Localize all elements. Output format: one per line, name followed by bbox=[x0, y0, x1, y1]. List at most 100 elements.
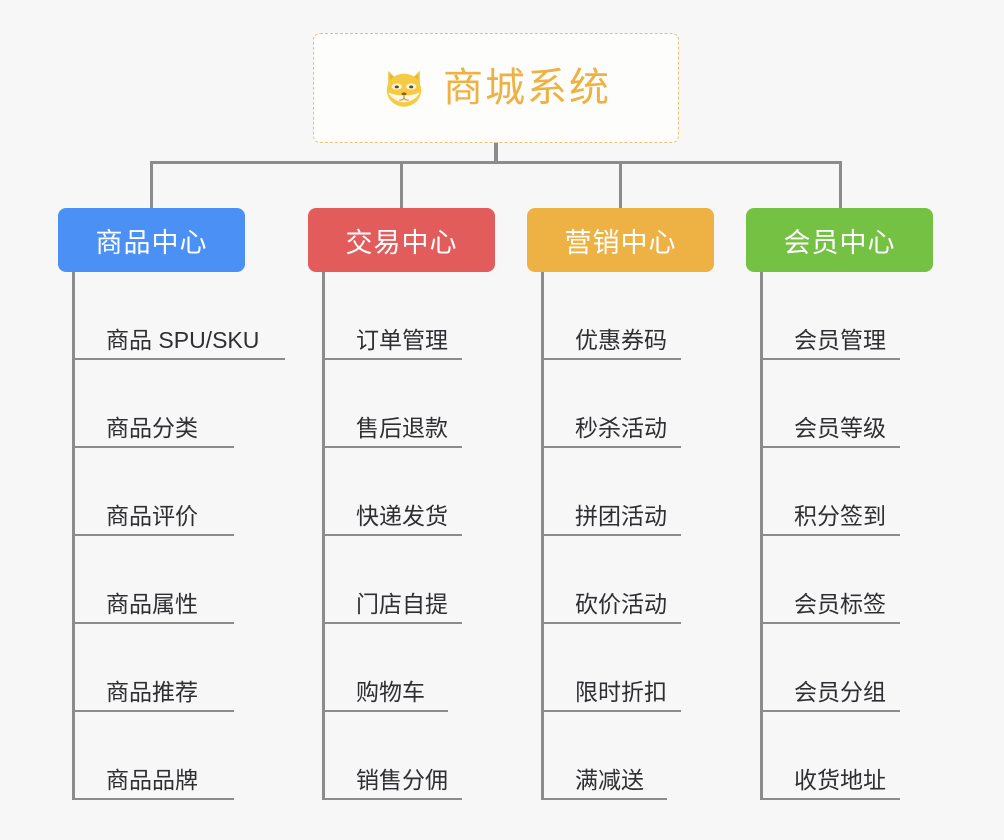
connector-drop-marketing-center bbox=[619, 161, 622, 209]
leaf-label: 门店自提 bbox=[356, 591, 448, 617]
category-box-trade-center[interactable]: 交易中心 bbox=[308, 208, 495, 272]
leaf-underline bbox=[322, 798, 462, 800]
leaf-label: 会员标签 bbox=[794, 591, 886, 617]
leaf-item[interactable]: 商品属性 bbox=[58, 536, 259, 624]
leaf-label: 商品 SPU/SKU bbox=[106, 327, 260, 353]
leaf-label: 商品评价 bbox=[106, 503, 198, 529]
branch-column-trade-center: 交易中心 订单管理 售后退款 快递发货 门店自提 购物车 bbox=[308, 208, 495, 800]
leaf-item[interactable]: 拼团活动 bbox=[527, 448, 714, 536]
leaf-label: 订单管理 bbox=[356, 327, 448, 353]
leaf-trunk-line bbox=[760, 272, 763, 800]
leaf-item[interactable]: 售后退款 bbox=[308, 360, 495, 448]
leaf-item[interactable]: 快递发货 bbox=[308, 448, 495, 536]
leaf-item[interactable]: 会员分组 bbox=[746, 624, 933, 712]
leaf-underline bbox=[322, 622, 462, 624]
leaf-underline bbox=[72, 798, 234, 800]
leaf-label: 秒杀活动 bbox=[575, 415, 667, 441]
leaf-list-trade-center: 订单管理 售后退款 快递发货 门店自提 购物车 销售分佣 bbox=[308, 272, 495, 800]
leaf-underline bbox=[72, 446, 234, 448]
category-box-member-center[interactable]: 会员中心 bbox=[746, 208, 933, 272]
leaf-label: 商品分类 bbox=[106, 415, 198, 441]
leaf-underline bbox=[541, 534, 681, 536]
connector-drop-trade-center bbox=[400, 161, 403, 209]
leaf-underline bbox=[541, 358, 681, 360]
branch-column-member-center: 会员中心 会员管理 会员等级 积分签到 会员标签 会员分组 bbox=[746, 208, 933, 800]
connector-drop-member-center bbox=[839, 161, 842, 209]
leaf-label: 积分签到 bbox=[794, 503, 886, 529]
leaf-underline bbox=[760, 798, 900, 800]
leaf-item[interactable]: 满减送 bbox=[527, 712, 714, 800]
leaf-label: 会员管理 bbox=[794, 327, 886, 353]
connector-horizontal-bus bbox=[150, 161, 842, 164]
leaf-underline bbox=[760, 710, 900, 712]
leaf-item[interactable]: 商品分类 bbox=[58, 360, 259, 448]
leaf-label: 商品品牌 bbox=[106, 767, 198, 793]
leaf-underline bbox=[760, 446, 900, 448]
leaf-item[interactable]: 积分签到 bbox=[746, 448, 933, 536]
leaf-underline bbox=[760, 358, 900, 360]
leaf-label: 商品属性 bbox=[106, 591, 198, 617]
leaf-underline bbox=[541, 622, 681, 624]
leaf-label: 商品推荐 bbox=[106, 679, 198, 705]
leaf-trunk-line bbox=[72, 272, 75, 800]
leaf-item[interactable]: 优惠券码 bbox=[527, 272, 714, 360]
category-label: 营销中心 bbox=[564, 227, 677, 258]
leaf-item[interactable]: 商品评价 bbox=[58, 448, 259, 536]
leaf-item[interactable]: 限时折扣 bbox=[527, 624, 714, 712]
category-box-product-center[interactable]: 商品中心 bbox=[58, 208, 245, 272]
leaf-underline bbox=[322, 446, 462, 448]
connector-root-stem bbox=[494, 143, 498, 164]
leaf-label: 砍价活动 bbox=[575, 591, 667, 617]
leaf-item[interactable]: 订单管理 bbox=[308, 272, 495, 360]
root-node-title: 商城系统 bbox=[443, 66, 611, 110]
category-box-marketing-center[interactable]: 营销中心 bbox=[527, 208, 714, 272]
leaf-underline bbox=[541, 446, 681, 448]
leaf-item[interactable]: 收货地址 bbox=[746, 712, 933, 800]
leaf-label: 会员等级 bbox=[794, 415, 886, 441]
connector-drop-product-center bbox=[150, 161, 153, 209]
leaf-item[interactable]: 秒杀活动 bbox=[527, 360, 714, 448]
leaf-label: 购物车 bbox=[356, 679, 425, 705]
leaf-item[interactable]: 购物车 bbox=[308, 624, 495, 712]
root-node-mall-system[interactable]: 商城系统 bbox=[313, 33, 679, 143]
leaf-item[interactable]: 销售分佣 bbox=[308, 712, 495, 800]
leaf-label: 销售分佣 bbox=[356, 767, 448, 793]
leaf-item[interactable]: 门店自提 bbox=[308, 536, 495, 624]
leaf-underline bbox=[72, 358, 285, 360]
leaf-underline bbox=[541, 710, 681, 712]
leaf-label: 会员分组 bbox=[794, 679, 886, 705]
category-label: 商品中心 bbox=[95, 227, 208, 258]
leaf-underline bbox=[322, 358, 462, 360]
leaf-trunk-line bbox=[541, 272, 544, 800]
leaf-underline bbox=[72, 534, 234, 536]
branch-column-marketing-center: 营销中心 优惠券码 秒杀活动 拼团活动 砍价活动 限时折扣 bbox=[527, 208, 714, 800]
leaf-item[interactable]: 商品品牌 bbox=[58, 712, 259, 800]
leaf-label: 拼团活动 bbox=[575, 503, 667, 529]
leaf-label: 收货地址 bbox=[794, 767, 886, 793]
leaf-label: 售后退款 bbox=[356, 415, 448, 441]
leaf-underline bbox=[72, 622, 234, 624]
leaf-item[interactable]: 会员等级 bbox=[746, 360, 933, 448]
leaf-item[interactable]: 会员管理 bbox=[746, 272, 933, 360]
leaf-underline bbox=[322, 710, 448, 712]
category-label: 会员中心 bbox=[783, 227, 896, 258]
leaf-item[interactable]: 砍价活动 bbox=[527, 536, 714, 624]
leaf-list-product-center: 商品 SPU/SKU 商品分类 商品评价 商品属性 商品推荐 商品品牌 bbox=[58, 272, 285, 800]
leaf-underline bbox=[760, 534, 900, 536]
leaf-item[interactable]: 会员标签 bbox=[746, 536, 933, 624]
leaf-label: 满减送 bbox=[575, 767, 644, 793]
leaf-underline bbox=[72, 710, 234, 712]
leaf-underline bbox=[760, 622, 900, 624]
leaf-underline bbox=[322, 534, 462, 536]
leaf-item[interactable]: 商品 SPU/SKU bbox=[58, 272, 285, 360]
leaf-list-marketing-center: 优惠券码 秒杀活动 拼团活动 砍价活动 限时折扣 满减送 bbox=[527, 272, 714, 800]
leaf-underline bbox=[541, 798, 667, 800]
leaf-label: 限时折扣 bbox=[575, 679, 667, 705]
category-label: 交易中心 bbox=[345, 227, 458, 258]
branch-column-product-center: 商品中心 商品 SPU/SKU 商品分类 商品评价 商品属性 商品推荐 bbox=[58, 208, 285, 800]
leaf-item[interactable]: 商品推荐 bbox=[58, 624, 259, 712]
leaf-label: 优惠券码 bbox=[575, 327, 667, 353]
leaf-label: 快递发货 bbox=[356, 503, 448, 529]
leaf-trunk-line bbox=[322, 272, 325, 800]
